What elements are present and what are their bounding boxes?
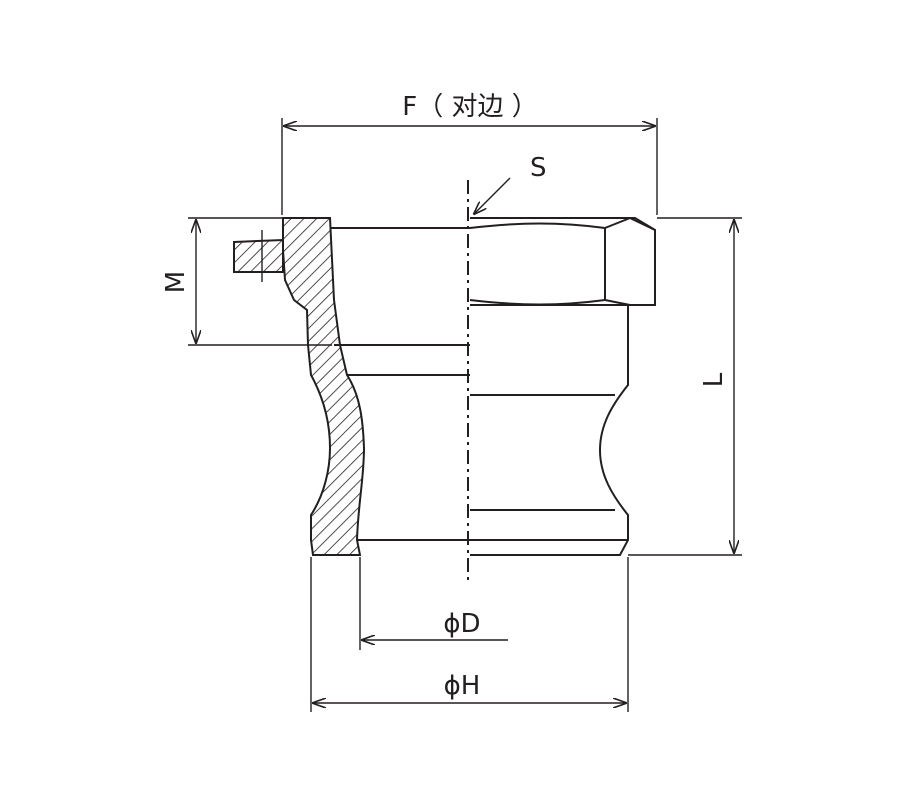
- dimension-m: M: [161, 217, 332, 346]
- dimension-l: L: [628, 217, 742, 556]
- lug-tab: [233, 238, 284, 273]
- dim-label-m: M: [161, 271, 191, 293]
- dim-label-s: S: [530, 153, 547, 183]
- dim-label-l: L: [699, 372, 729, 387]
- dimension-f: F（ 对边 ）: [281, 92, 658, 215]
- dimension-d: ϕD: [359, 557, 508, 650]
- dimension-h: ϕH: [310, 557, 629, 712]
- dim-label-h: ϕH: [444, 671, 481, 701]
- hatched-wall: [282, 217, 366, 556]
- dim-label-f: F（ 对边 ）: [402, 92, 538, 122]
- dimension-s: S: [474, 153, 547, 214]
- dim-label-d: ϕD: [443, 609, 480, 639]
- section-half: [233, 217, 470, 556]
- exterior-half: [469, 217, 656, 556]
